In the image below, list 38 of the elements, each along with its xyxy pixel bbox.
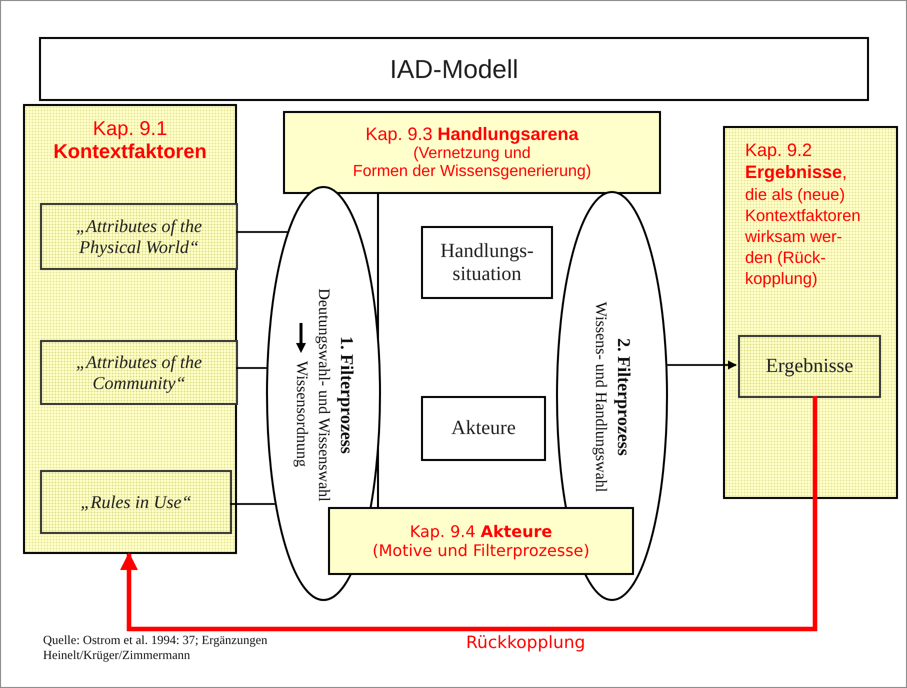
box-subtitle: (Vernetzung und [413,145,531,163]
title-banner: IAD-Modell [39,37,869,101]
factor-label: „Rules in Use“ [80,492,192,512]
factor-label: „Attributes of the Community“ [75,352,203,394]
connector-line [236,367,266,369]
arrow [667,360,737,370]
panel-heading: Kap. 9.1 [92,118,168,141]
filter-description: Wissens- und Handlungswahl [592,302,609,492]
results-panel [723,126,898,499]
box-heading: Kap. 9.4 Akteure [410,522,552,541]
filter-heading: 2. Filterprozess [614,338,634,456]
box-heading: Kap. 9.3 Handlungsarena [365,124,579,145]
box-subtitle: Formen der Wissensgenerierung) [352,163,592,181]
panel-description: die als (neue) Kontextfaktoren wirksam wer- den (Rück- kopplung) [745,185,862,290]
filter-description: Deutungswahl- und Wissenswahl [314,288,332,502]
filter-description: Wissensordnung [292,360,310,466]
situation-label: Handlungs- situation [439,240,535,286]
source-note: Quelle: Ostrom et al. 1994: 37; Ergänzungen Heinelt/Krüger/Zimmermann [43,633,268,663]
factor-label: „Attributes of the Physical World“ [75,216,203,258]
arena-box [283,111,661,194]
actors-label: Akteure [451,417,516,440]
connector-line [230,503,275,505]
connector-line [236,231,288,233]
feedback-arrow [120,396,818,632]
situation-box [421,226,553,299]
actors-chapter-box [328,507,634,575]
factor-box [40,203,238,270]
panel-heading: Ergebnisse, [745,162,848,183]
results-box [738,335,881,398]
factor-box [40,470,232,534]
context-panel [23,104,237,554]
panel-heading: Kontextfaktoren [52,141,208,164]
panel-heading: Kap. 9.2 [745,140,812,161]
box-subtitle: (Motive und Filterprozesse) [372,541,590,560]
actors-box [421,396,546,461]
results-label: Ergebnisse [766,355,854,378]
factor-box [40,340,238,405]
filter-heading: 1. Filterprozess [336,336,356,454]
